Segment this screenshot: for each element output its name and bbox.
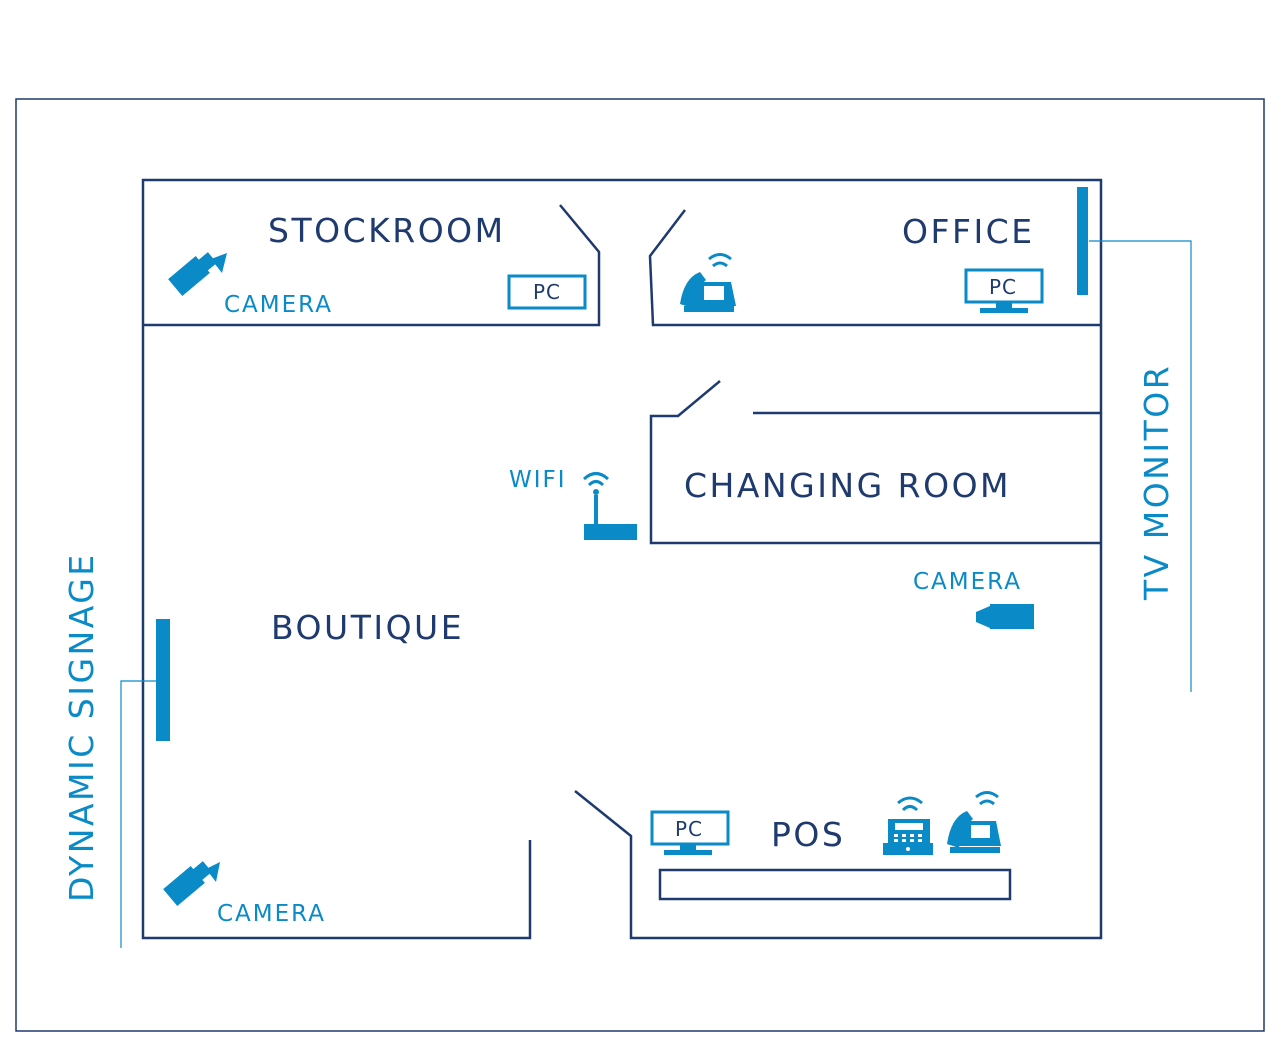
changing-room-label: CHANGING ROOM (684, 466, 1011, 505)
changing-room-walls (649, 380, 1101, 545)
pos-label: POS (771, 815, 845, 854)
camera-label-stockroom: CAMERA (224, 292, 333, 318)
dynamic-signage-callout-line (120, 680, 156, 948)
ip-phone-icon (947, 791, 1001, 853)
pc-monitor-icon (507, 274, 587, 310)
stockroom-label: STOCKROOM (268, 211, 506, 250)
camera-icon (976, 604, 1034, 629)
camera-icon (168, 252, 227, 296)
boutique-label: BOUTIQUE (271, 608, 464, 647)
camera-label-changing: CAMERA (913, 569, 1022, 595)
pc-label-office: PC (989, 275, 1017, 299)
outer-frame (15, 98, 1265, 1032)
camera-icon (163, 861, 220, 906)
wifi-router-icon (582, 472, 637, 540)
ip-phone-icon (680, 253, 736, 312)
pos-counter (658, 868, 1012, 901)
pc-monitor-icon (650, 810, 730, 855)
pc-label-pos: PC (675, 817, 703, 841)
tv-monitor-icon (1077, 187, 1088, 295)
dynamic-signage-label: DYNAMIC SIGNAGE (62, 552, 101, 902)
dynamic-signage-icon (156, 619, 170, 741)
wifi-label: WIFI (509, 467, 567, 493)
tv-monitor-label: TV MONITOR (1137, 364, 1176, 601)
pc-label-stockroom: PC (533, 280, 561, 304)
camera-label-boutique: CAMERA (217, 901, 326, 927)
stockroom-walls (143, 204, 601, 327)
pc-monitor-icon (964, 268, 1044, 313)
building-walls (141, 178, 1103, 940)
office-walls (648, 209, 1101, 327)
office-label: OFFICE (902, 212, 1035, 251)
tv-monitor-callout-line (1089, 240, 1192, 692)
cash-register-icon (883, 796, 933, 855)
